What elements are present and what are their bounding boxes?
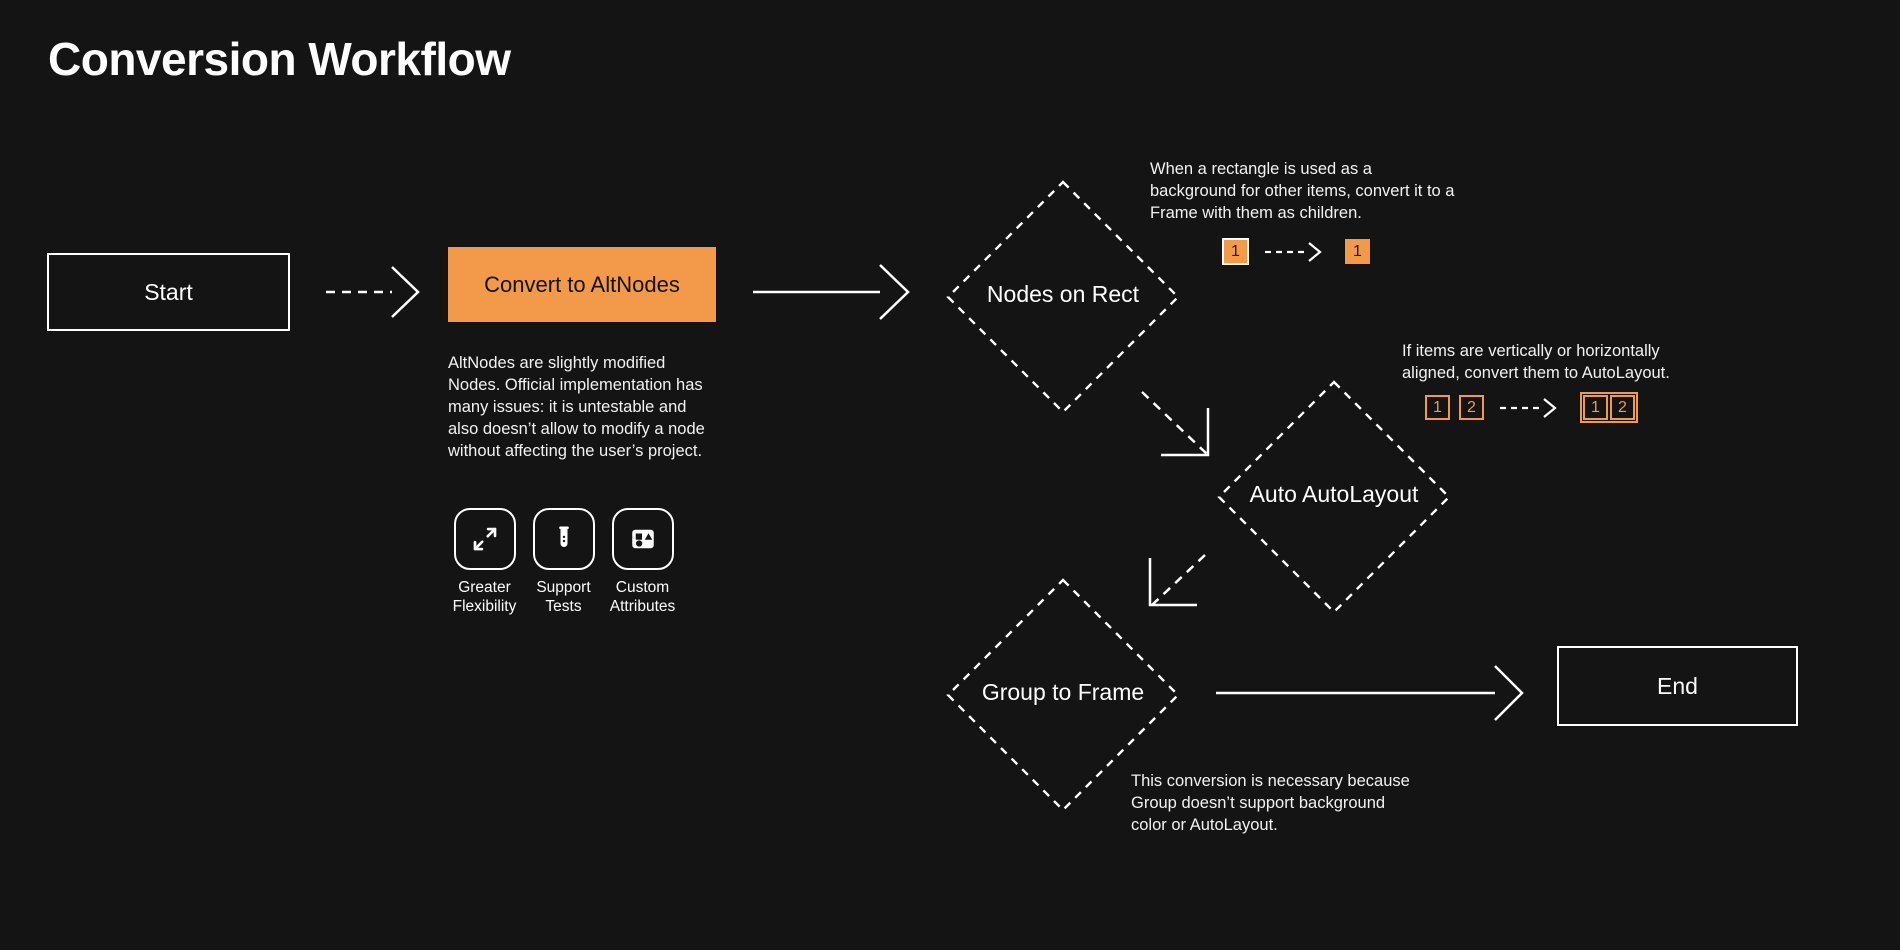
badge-before-1: 1: [1222, 238, 1249, 265]
description-convert: AltNodes are slightly modified Nodes. Of…: [448, 354, 705, 460]
diamond-shape: [946, 578, 1180, 812]
badge-diagram-nodes-on-rect: 1 1: [1222, 238, 1370, 265]
feature-custom-attributes[interactable]: Custom Attributes: [610, 508, 675, 616]
dashed-arrow-right-icon: [1265, 241, 1322, 262]
node-nodes-on-rect-label: Nodes on Rect: [986, 281, 1140, 307]
annotation-nodes-on-rect: When a rectangle is used as a background…: [1150, 160, 1455, 222]
node-end[interactable]: End: [1557, 646, 1798, 726]
feature-label-line1: Support: [536, 579, 591, 596]
feature-label: Support Tests: [536, 578, 590, 616]
connector-start-to-convert: [326, 266, 420, 318]
node-auto-autolayout[interactable]: Auto AutoLayout: [1215, 378, 1453, 616]
connector-group-to-end: [1216, 665, 1524, 721]
diamond-shape: [1217, 380, 1451, 614]
badge-after-frame: 1 2: [1580, 392, 1638, 423]
dashed-arrow-right-icon: [1500, 397, 1557, 418]
feature-label: Greater Flexibility: [453, 578, 517, 616]
node-auto-autolayout-label: Auto AutoLayout: [1249, 481, 1419, 507]
connector-convert-to-nodes: [753, 264, 910, 320]
node-nodes-on-rect[interactable]: Nodes on Rect: [944, 178, 1182, 416]
node-group-to-frame[interactable]: Group to Frame: [944, 576, 1182, 814]
annotation-group-to-frame: This conversion is necessary because Gro…: [1131, 772, 1410, 834]
badge-diagram-auto-autolayout: 1 2 1 2: [1425, 392, 1638, 423]
node-convert-label: Convert to AltNodes: [484, 271, 680, 297]
feature-label: Custom Attributes: [610, 578, 675, 616]
feature-label-line2: Flexibility: [452, 598, 517, 615]
feature-greater-flexibility[interactable]: Greater Flexibility: [452, 508, 517, 616]
expand-arrows-icon: [473, 527, 496, 551]
badge-after-2: 2: [1610, 395, 1635, 420]
node-start[interactable]: Start: [47, 253, 290, 331]
badge-before-2: 2: [1459, 395, 1484, 420]
diamond-shape: [946, 180, 1180, 414]
feature-label-line1: Custom: [615, 579, 670, 596]
badge-after-1: 1: [1345, 239, 1370, 264]
badge-before-1: 1: [1425, 395, 1450, 420]
page-title: Conversion Workflow: [48, 33, 511, 85]
annotation-auto-autolayout: If items are vertically or horizontally …: [1402, 342, 1670, 382]
node-convert-to-altnodes[interactable]: Convert to AltNodes: [448, 247, 716, 322]
feature-icon-container: [453, 508, 516, 570]
shapes-panel-icon: [631, 529, 654, 549]
feature-label-line2: Attributes: [609, 598, 676, 615]
feature-support-tests[interactable]: Support Tests: [531, 508, 596, 616]
node-start-label: Start: [144, 278, 193, 305]
feature-icon-container: [532, 508, 595, 570]
feature-label-line1: Greater: [458, 579, 511, 596]
feature-icon-container: [611, 508, 674, 570]
node-group-to-frame-label: Group to Frame: [981, 679, 1145, 705]
feature-list: Greater Flexibility Support Tests: [452, 508, 675, 616]
node-end-label: End: [1657, 672, 1698, 699]
feature-label-line2: Tests: [545, 598, 582, 615]
badge-after-1: 1: [1583, 395, 1608, 420]
test-tube-icon: [558, 526, 569, 547]
